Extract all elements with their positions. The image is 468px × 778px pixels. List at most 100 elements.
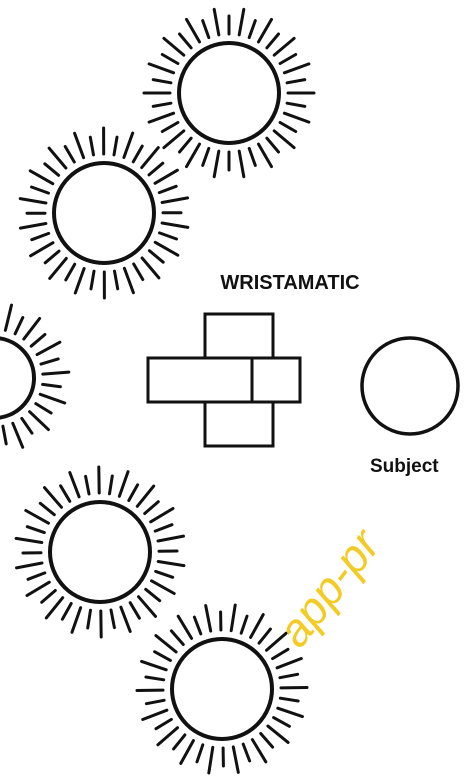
sun-ray xyxy=(26,511,49,524)
sun-ray xyxy=(70,473,79,497)
sun-ray xyxy=(203,21,209,38)
sun-ray xyxy=(162,198,188,203)
sun-ray xyxy=(156,719,171,728)
sun-ray xyxy=(15,318,23,334)
sun-ray xyxy=(249,148,255,165)
sun-ray xyxy=(273,649,288,658)
sun-ray xyxy=(30,412,49,430)
sun-ray xyxy=(280,123,296,132)
sun-ray xyxy=(214,9,219,35)
sun-ray xyxy=(284,113,309,122)
sun-ray xyxy=(43,372,69,374)
sun-ray xyxy=(280,698,298,701)
device-main-bar xyxy=(148,358,252,402)
sun-ray xyxy=(146,589,160,600)
sun-ray xyxy=(274,718,290,727)
sun-ray xyxy=(180,34,192,48)
sun-ray xyxy=(3,426,6,444)
sun-ray xyxy=(90,137,93,155)
sun-ray xyxy=(20,199,46,203)
sun-ray xyxy=(27,582,49,595)
sun-ray xyxy=(203,148,209,165)
sun-ray xyxy=(259,629,270,643)
sun-ray xyxy=(239,151,244,177)
sun-ray xyxy=(20,224,46,229)
sun-disc xyxy=(50,502,150,602)
sun-upper-left-icon xyxy=(20,128,188,298)
sun-ray xyxy=(45,251,59,263)
sun-ray xyxy=(62,604,71,620)
sun-ray xyxy=(65,147,74,163)
device-top-block xyxy=(205,314,273,360)
sun-ray xyxy=(124,268,133,292)
sun-middle-left-partial-icon xyxy=(0,304,69,453)
sun-ray xyxy=(155,242,178,255)
sun-ray xyxy=(174,735,185,749)
sun-ray xyxy=(115,271,118,289)
sun-ray xyxy=(261,734,273,748)
sun-ray xyxy=(28,573,45,579)
sun-ray xyxy=(155,170,177,183)
sun-ray xyxy=(32,233,49,239)
sun-ray xyxy=(31,243,53,256)
sun-ray xyxy=(32,187,49,193)
sun-ray xyxy=(267,34,279,48)
sun-ray xyxy=(42,591,56,603)
sun-ray xyxy=(241,616,247,633)
sun-ray xyxy=(156,571,173,577)
sun-ray xyxy=(181,741,194,764)
sun-ray xyxy=(206,606,211,632)
device-bottom-block xyxy=(205,400,273,446)
sun-ray xyxy=(249,21,255,38)
sun-ray xyxy=(274,131,294,148)
sun-ray xyxy=(30,171,53,184)
sun-ray xyxy=(252,740,265,762)
sun-ray xyxy=(149,113,174,122)
sun-ray xyxy=(40,503,54,514)
sun-ray xyxy=(129,485,138,501)
sun-ray xyxy=(152,581,175,594)
sun-top-right-icon xyxy=(144,9,314,176)
sun-ray xyxy=(45,488,62,508)
sun-ray xyxy=(121,607,130,631)
sun-ray xyxy=(61,486,70,502)
sun-disc xyxy=(179,43,279,143)
sun-disc xyxy=(172,639,272,739)
sun-ray xyxy=(139,597,156,617)
sun-disc xyxy=(54,163,154,263)
sun-ray xyxy=(5,305,11,330)
sun-ray xyxy=(149,163,163,175)
device-label: WRISTAMATIC xyxy=(220,272,359,294)
device-right-block xyxy=(252,358,300,402)
sun-ray xyxy=(37,342,60,354)
sun-ray xyxy=(278,708,303,716)
sun-ray xyxy=(233,747,238,773)
sun-ray xyxy=(17,563,43,568)
sun-ray xyxy=(66,264,75,280)
sun-ray xyxy=(134,264,143,280)
sun-ray xyxy=(137,486,153,506)
sun-ray xyxy=(88,610,91,628)
sun-ray xyxy=(142,148,159,168)
sun-ray xyxy=(49,148,66,168)
sun-ray xyxy=(162,223,188,227)
sun-lower-left-icon xyxy=(16,467,184,637)
sun-ray xyxy=(284,64,309,73)
sun-ray xyxy=(158,536,184,541)
sun-ray xyxy=(243,744,249,761)
sun-ray xyxy=(251,615,264,638)
sun-ray xyxy=(259,144,272,167)
sun-ray xyxy=(43,384,61,386)
sun-ray xyxy=(46,598,62,618)
sun-ray xyxy=(91,271,94,289)
sun-ray xyxy=(197,745,203,762)
sun-ray xyxy=(31,335,45,347)
sun-ray xyxy=(187,19,200,42)
sun-ray xyxy=(231,605,235,631)
sun-ray xyxy=(72,608,81,633)
subject-circle xyxy=(362,338,458,434)
sun-ray xyxy=(159,186,176,192)
sun-ray xyxy=(114,137,117,155)
sun-ray xyxy=(280,674,298,677)
